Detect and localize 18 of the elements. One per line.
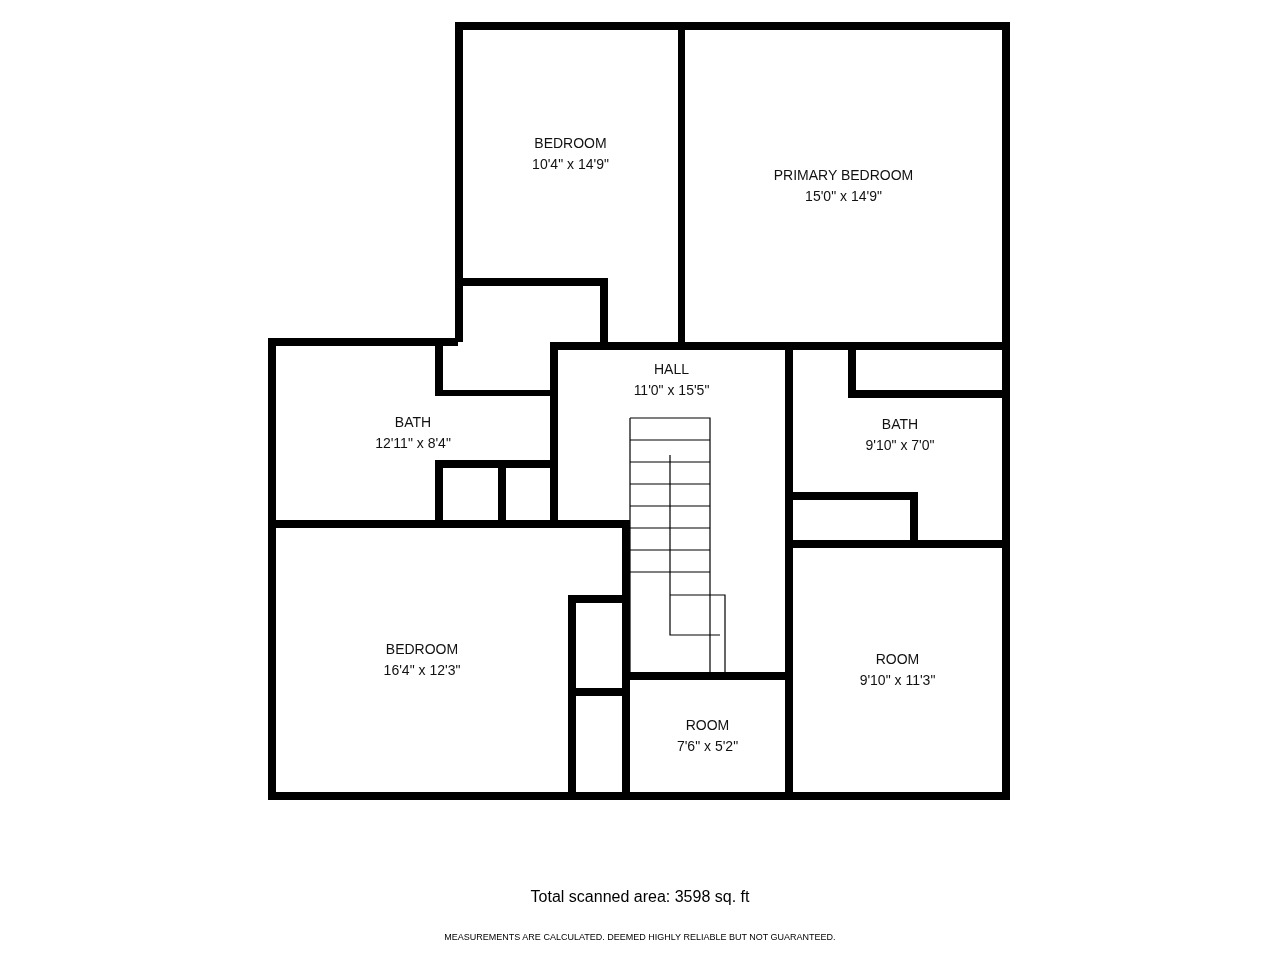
room-name: PRIMARY BEDROOM bbox=[773, 166, 914, 185]
room-name: BEDROOM bbox=[534, 134, 607, 153]
room-dimensions: 7'6" x 5'2" bbox=[676, 737, 739, 756]
room-dimensions: 11'0" x 15'5" bbox=[633, 381, 710, 400]
total-area-text: Total scanned area: 3598 sq. ft bbox=[530, 888, 750, 905]
room-name: BATH bbox=[881, 415, 919, 434]
room-name: HALL bbox=[654, 360, 689, 379]
room-name: ROOM bbox=[685, 716, 730, 735]
disclaimer-text: MEASUREMENTS ARE CALCULATED. DEEMED HIGHLY RELIABLE BUT NOT GUARANTEED. bbox=[444, 932, 836, 942]
room-dimensions: 16'4" x 12'3" bbox=[383, 661, 461, 680]
room-name: BATH bbox=[394, 413, 432, 432]
room-name: BEDROOM bbox=[385, 640, 459, 659]
room-dimensions: 9'10" x 11'3" bbox=[859, 671, 936, 690]
room-name: ROOM bbox=[875, 650, 920, 669]
room-dimensions: 15'0" x 14'9" bbox=[805, 187, 882, 206]
room-dimensions: 12'11" x 8'4" bbox=[375, 434, 451, 453]
room-dimensions: 9'10" x 7'0" bbox=[865, 436, 935, 455]
room-dimensions: 10'4" x 14'9" bbox=[532, 155, 609, 174]
